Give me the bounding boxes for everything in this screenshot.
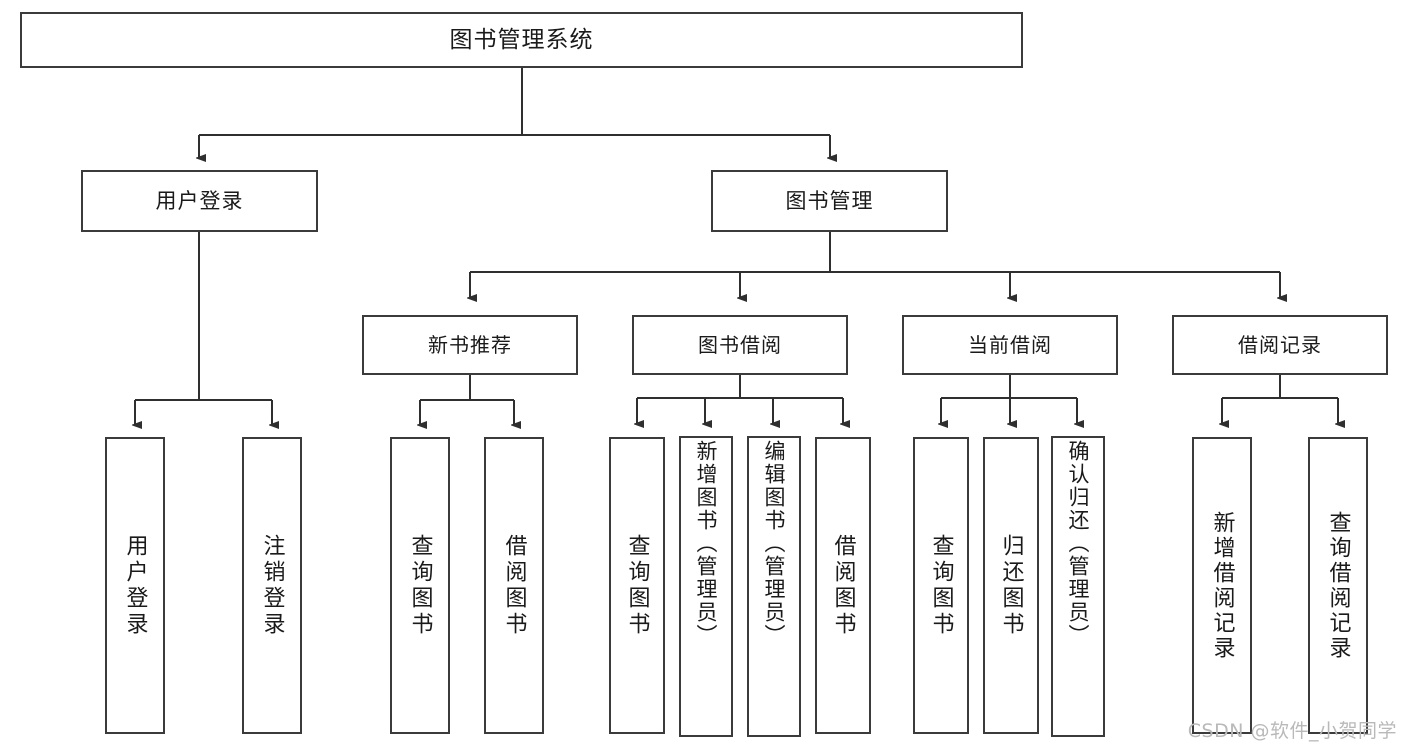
node-label: 编辑图书（管理员） bbox=[762, 440, 787, 647]
node-label: 借阅图书 bbox=[830, 533, 856, 638]
leaf-query-book-current[interactable]: 查询图书 bbox=[913, 437, 969, 734]
node-label: 当前借阅 bbox=[968, 332, 1052, 357]
node-label: 查询图书 bbox=[928, 533, 954, 638]
node-borrowing-record[interactable]: 借阅记录 bbox=[1172, 315, 1388, 375]
node-label: 查询图书 bbox=[407, 533, 433, 638]
leaf-query-book-borrow[interactable]: 查询图书 bbox=[609, 437, 665, 734]
leaf-add-book-admin[interactable]: 新增图书（管理员） bbox=[679, 436, 733, 737]
node-root-book-management-system[interactable]: 图书管理系统 bbox=[20, 12, 1023, 68]
node-label: 用户登录 bbox=[122, 533, 148, 638]
node-label: 图书管理 bbox=[785, 188, 874, 213]
node-user-login[interactable]: 用户登录 bbox=[81, 170, 318, 232]
leaf-confirm-return-admin[interactable]: 确认归还（管理员） bbox=[1051, 436, 1105, 737]
leaf-lend-book[interactable]: 借阅图书 bbox=[815, 437, 871, 734]
leaf-user-login[interactable]: 用户登录 bbox=[105, 437, 165, 734]
leaf-logout[interactable]: 注销登录 bbox=[242, 437, 302, 734]
node-current-borrowing[interactable]: 当前借阅 bbox=[902, 315, 1118, 375]
leaf-edit-book-admin[interactable]: 编辑图书（管理员） bbox=[747, 436, 801, 737]
node-label: 归还图书 bbox=[998, 533, 1024, 638]
node-book-borrowing[interactable]: 图书借阅 bbox=[632, 315, 848, 375]
node-label: 新增借阅记录 bbox=[1209, 510, 1235, 661]
leaf-query-borrow-record[interactable]: 查询借阅记录 bbox=[1308, 437, 1368, 734]
leaf-borrow-book-recommend[interactable]: 借阅图书 bbox=[484, 437, 544, 734]
node-label: 用户登录 bbox=[155, 188, 244, 213]
leaf-add-borrow-record[interactable]: 新增借阅记录 bbox=[1192, 437, 1252, 734]
node-label: 注销登录 bbox=[259, 533, 285, 638]
node-label: 查询图书 bbox=[624, 533, 650, 638]
node-label: 新书推荐 bbox=[428, 332, 512, 357]
node-book-management[interactable]: 图书管理 bbox=[711, 170, 948, 232]
node-label: 借阅记录 bbox=[1238, 332, 1322, 357]
node-label: 确认归还（管理员） bbox=[1066, 440, 1091, 647]
leaf-query-book-recommend[interactable]: 查询图书 bbox=[390, 437, 450, 734]
node-label: 图书借阅 bbox=[698, 332, 782, 357]
node-label: 新增图书（管理员） bbox=[694, 440, 719, 647]
node-new-book-recommendation[interactable]: 新书推荐 bbox=[362, 315, 578, 375]
node-label: 查询借阅记录 bbox=[1325, 510, 1351, 661]
node-label: 图书管理系统 bbox=[449, 26, 594, 53]
leaf-return-book[interactable]: 归还图书 bbox=[983, 437, 1039, 734]
node-label: 借阅图书 bbox=[501, 533, 527, 638]
csdn-watermark: CSDN @软件_小贺同学 bbox=[1187, 720, 1397, 742]
